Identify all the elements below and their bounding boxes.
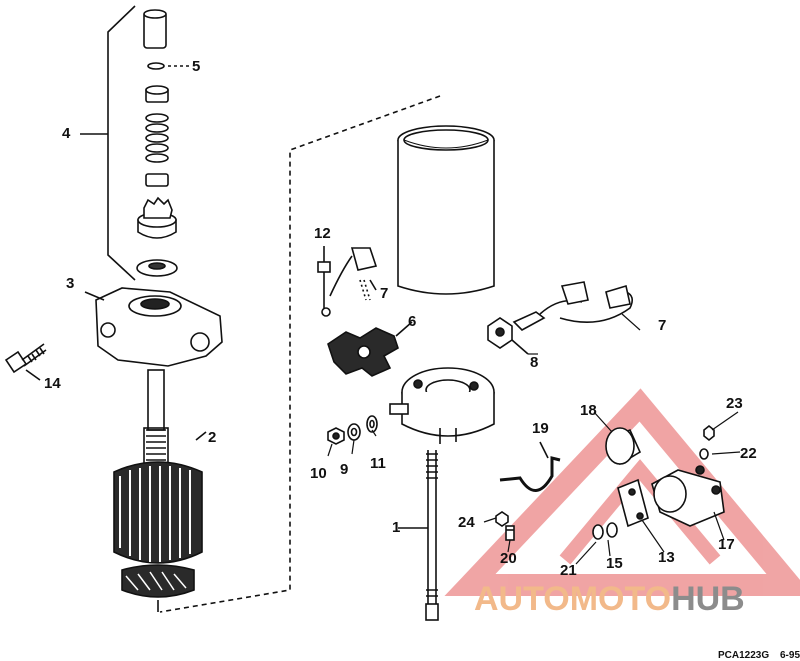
callout-2: 2	[208, 429, 217, 446]
callout-18: 18	[580, 402, 597, 419]
callout-7-left: 7	[380, 285, 389, 302]
watermark-text-hub: HUB	[671, 580, 745, 618]
callout-11: 11	[370, 455, 386, 472]
callout-17: 17	[718, 536, 735, 553]
drawing-code: PCA1223G	[718, 650, 770, 661]
watermark-text-automoto: AUTOMOTO	[474, 580, 672, 618]
dashed-housing-bracket	[159, 95, 441, 613]
drive-end-cap	[84, 287, 223, 367]
nut-24	[495, 511, 509, 527]
pinion-drive-assembly	[136, 9, 178, 277]
through-bolt-1	[398, 450, 439, 621]
callout-1: 1	[392, 519, 401, 536]
drawing-date: 6-95	[780, 650, 800, 661]
callout-20: 20	[500, 550, 517, 567]
callout-4: 4	[62, 125, 71, 142]
callout-8: 8	[530, 354, 539, 371]
callout-5: 5	[192, 58, 201, 75]
brush-lead-left	[317, 246, 378, 317]
callout-12: 12	[314, 225, 331, 242]
callout-9: 9	[340, 461, 349, 478]
armature	[113, 369, 207, 612]
watermark-logo: AUTOMOTOHUB	[474, 582, 745, 616]
callout-22: 22	[740, 445, 757, 462]
callout-10: 10	[310, 465, 327, 482]
commutator-end-cap	[389, 367, 495, 444]
clamp-19	[499, 441, 561, 492]
boot-18	[605, 427, 642, 466]
callout-24: 24	[458, 514, 475, 531]
brush-lead-right	[512, 281, 634, 331]
motor-frame	[397, 125, 495, 295]
screw-20	[505, 525, 515, 541]
callout-14: 14	[44, 375, 61, 392]
leader-lines	[327, 313, 741, 565]
callout-21: 21	[560, 562, 577, 579]
callout-15: 15	[606, 555, 623, 572]
washers-15-21	[592, 522, 618, 540]
through-bolt-14	[4, 343, 47, 381]
callout-23: 23	[726, 395, 743, 412]
bracket-13	[617, 478, 649, 528]
callout-7-right: 7	[658, 317, 667, 334]
nuts-22-23	[699, 424, 715, 460]
terminal-8	[487, 317, 529, 355]
nut-washer-set	[327, 415, 378, 445]
solenoid-17	[651, 465, 725, 527]
callout-3: 3	[66, 275, 75, 292]
bracket-item-4	[80, 5, 136, 281]
callout-19: 19	[532, 420, 549, 437]
brush-plate	[327, 321, 413, 377]
callout-6: 6	[408, 313, 417, 330]
callout-13: 13	[658, 549, 675, 566]
